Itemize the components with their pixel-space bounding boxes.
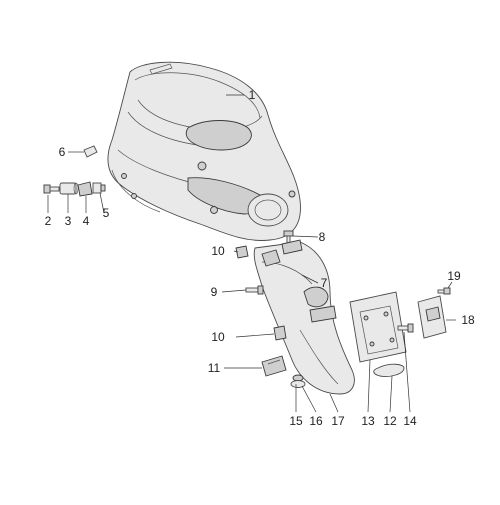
spacer-part-3 xyxy=(59,182,79,195)
callout-19: 19 xyxy=(447,269,461,283)
clip-part-10-upper xyxy=(235,245,249,259)
rear-body-cowl xyxy=(107,61,301,241)
callout-4: 4 xyxy=(83,214,90,228)
callout-3: 3 xyxy=(65,214,72,228)
grommet-part-4 xyxy=(77,181,93,197)
screw-part-19 xyxy=(437,287,451,295)
callout-13: 13 xyxy=(361,414,375,428)
callout-15: 15 xyxy=(289,414,303,428)
screw-part-14 xyxy=(397,323,414,333)
screw-part-2 xyxy=(43,184,60,194)
callout-16: 16 xyxy=(309,414,323,428)
callout-12: 12 xyxy=(383,414,397,428)
callout-18: 18 xyxy=(461,313,475,327)
callout-8: 8 xyxy=(319,230,326,244)
callout-1: 1 xyxy=(249,88,256,102)
screw-part-9 xyxy=(245,285,264,295)
callout-9: 9 xyxy=(211,285,218,299)
callout-5: 5 xyxy=(103,206,110,220)
callout-labels: 1 2 3 4 5 6 7 8 9 10 10 11 12 13 14 15 1… xyxy=(45,88,475,428)
leader-lines xyxy=(47,94,456,413)
nut-part-5 xyxy=(92,182,106,194)
license-plate-holder-part-13 xyxy=(349,291,407,363)
callout-14: 14 xyxy=(403,414,417,428)
clip-part-10-lower xyxy=(273,325,287,341)
callout-10-lower: 10 xyxy=(211,330,225,344)
rear-mudguard xyxy=(253,239,355,395)
clip-part-6 xyxy=(83,145,98,158)
callout-7: 7 xyxy=(321,276,328,290)
callout-11: 11 xyxy=(208,361,221,375)
license-light-part-12 xyxy=(373,363,405,377)
callout-2: 2 xyxy=(45,214,52,228)
callout-6: 6 xyxy=(59,145,66,159)
callout-17: 17 xyxy=(331,414,345,428)
nut-part-15-16 xyxy=(290,374,306,388)
reflector-part-11 xyxy=(261,355,287,377)
bracket-part-18 xyxy=(417,295,447,339)
callout-10-upper: 10 xyxy=(211,244,225,258)
